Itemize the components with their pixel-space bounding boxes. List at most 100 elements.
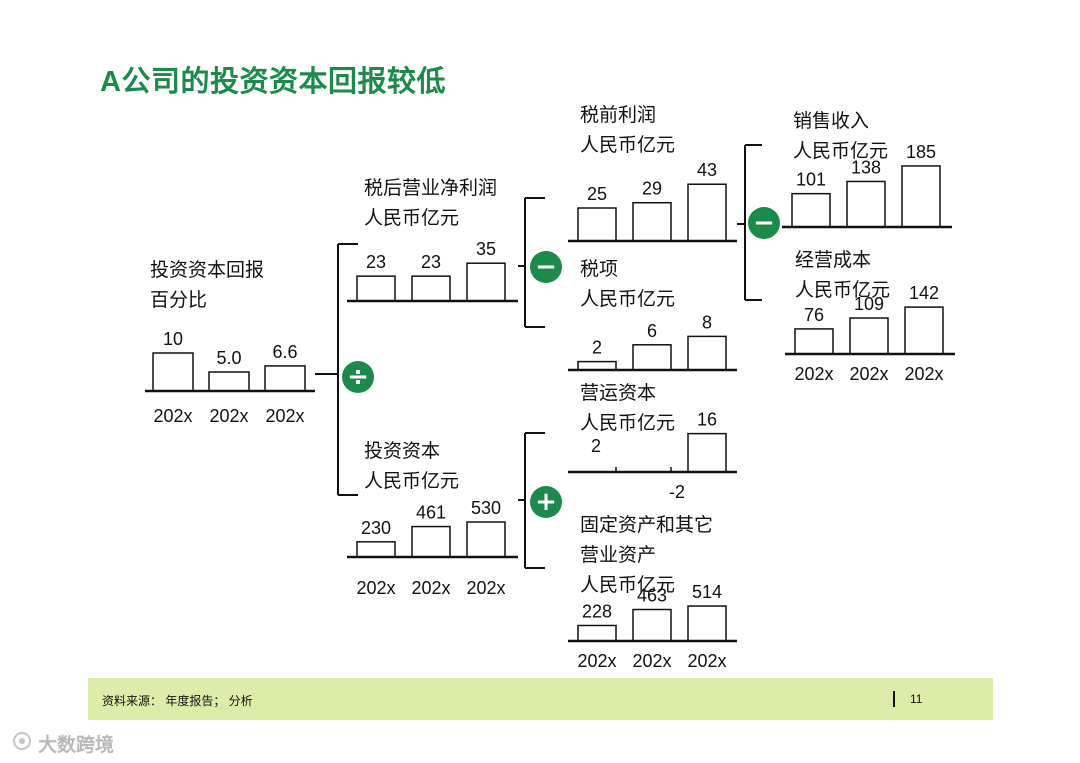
value-label: 230 xyxy=(361,518,391,538)
chart-6: 228 202x 463 202x 514 202x xyxy=(568,582,737,671)
chart-2: 230 202x 461 202x 530 202x xyxy=(347,498,518,598)
bar xyxy=(264,365,306,392)
value-label: 461 xyxy=(416,503,446,523)
value-label: 5.0 xyxy=(216,348,241,368)
category-label: 202x xyxy=(849,364,888,384)
operators: ÷ − − + xyxy=(342,207,780,518)
bar xyxy=(577,207,617,242)
value-label: 23 xyxy=(421,252,441,272)
tree-connectors xyxy=(315,144,885,569)
chart-3: 25 29 43 xyxy=(568,160,737,243)
bar xyxy=(794,328,834,355)
chart-title-operating-cost: 经营成本人民币亿元 xyxy=(795,250,891,301)
category-label: 202x xyxy=(153,406,192,426)
bar xyxy=(687,605,727,642)
value-label: 142 xyxy=(909,283,939,303)
bar xyxy=(632,201,672,242)
category-label: 202x xyxy=(632,651,671,671)
value-label: 101 xyxy=(796,170,826,190)
bar xyxy=(356,275,396,302)
bar xyxy=(152,352,194,392)
divide-icon: ÷ xyxy=(342,361,374,393)
value-label: 138 xyxy=(851,157,881,177)
value-label: -2 xyxy=(669,482,685,502)
minus-icon: − xyxy=(530,251,562,283)
svg-text:−: − xyxy=(753,208,775,238)
chart-title-roic: 投资资本回报百分比 xyxy=(150,260,265,311)
value-label: 23 xyxy=(366,252,386,272)
bar xyxy=(849,317,889,355)
category-label: 202x xyxy=(466,578,505,598)
value-label: 6.6 xyxy=(272,342,297,362)
bar xyxy=(687,335,727,371)
bar xyxy=(687,183,727,242)
watermark-logo-icon xyxy=(13,732,31,750)
value-label: 514 xyxy=(692,582,722,602)
value-label: 228 xyxy=(582,601,612,621)
chart-4: 2 6 8 xyxy=(568,312,737,372)
value-label: 25 xyxy=(587,184,607,204)
value-label: 2 xyxy=(592,338,602,358)
chart-title-invested-capital: 投资资本人民币亿元 xyxy=(364,441,460,492)
source-note: 资料来源： 年度报告； 分析 xyxy=(102,694,253,708)
bar xyxy=(411,275,451,302)
value-label: 35 xyxy=(476,239,496,259)
bar xyxy=(846,180,886,228)
svg-text:+: + xyxy=(535,487,557,517)
value-label: 6 xyxy=(647,321,657,341)
chart-title-working-capital: 营运资本人民币亿元 xyxy=(580,383,676,434)
bar xyxy=(904,306,944,355)
chart-7: 101 138 185 xyxy=(782,142,952,229)
category-label: 202x xyxy=(904,364,943,384)
page-title: A公司的投资资本回报较低 xyxy=(100,66,446,98)
footer-bar xyxy=(88,678,993,720)
chart-8: 76 202x 109 202x 142 202x xyxy=(785,283,955,384)
value-label: 29 xyxy=(642,179,662,199)
value-label: 109 xyxy=(854,294,884,314)
svg-text:−: − xyxy=(535,252,557,282)
value-label: 530 xyxy=(471,498,501,518)
bar-charts: 10 202x 5.0 202x 6.6 202x 23 23 35 230 202x 461 202x… xyxy=(145,142,955,671)
category-label: 202x xyxy=(265,406,304,426)
value-label: 2 xyxy=(591,436,601,456)
category-label: 202x xyxy=(356,578,395,598)
bar xyxy=(356,541,396,558)
category-label: 202x xyxy=(577,651,616,671)
value-label: 16 xyxy=(697,410,717,430)
minus-icon: − xyxy=(748,207,780,239)
bar xyxy=(632,608,672,642)
value-label: 8 xyxy=(702,312,712,332)
bar xyxy=(687,432,727,472)
bar xyxy=(411,525,451,558)
value-label: 463 xyxy=(637,586,667,606)
watermark: 大数跨境 xyxy=(38,735,115,756)
chart-title-pretax-profit: 税前利润人民币亿元 xyxy=(580,105,676,156)
value-label: 185 xyxy=(906,142,936,162)
bar xyxy=(577,624,617,642)
svg-text:÷: ÷ xyxy=(347,362,369,392)
chart-5: 2 -2 16 xyxy=(568,410,737,502)
bar xyxy=(466,521,506,558)
page-separator xyxy=(893,691,895,707)
bar xyxy=(901,165,941,228)
bar xyxy=(466,262,506,302)
bar xyxy=(208,371,250,392)
value-label: 10 xyxy=(163,329,183,349)
plus-icon: + xyxy=(530,486,562,518)
bar xyxy=(791,192,831,228)
bar xyxy=(577,360,617,371)
chart-title-taxes: 税项人民币亿元 xyxy=(580,259,676,310)
value-label: 76 xyxy=(804,305,824,325)
chart-1: 23 23 35 xyxy=(347,239,518,303)
category-label: 202x xyxy=(411,578,450,598)
page-number: 11 xyxy=(910,692,923,706)
value-label: 43 xyxy=(697,160,717,180)
category-label: 202x xyxy=(687,651,726,671)
chart-title-revenue: 销售收入人民币亿元 xyxy=(793,111,889,162)
category-label: 202x xyxy=(794,364,833,384)
chart-title-nopat: 税后营业净利润人民币亿元 xyxy=(364,178,498,229)
chart-title-fixed-assets: 固定资产和其它营业资产人民币亿元 xyxy=(580,515,714,596)
bar xyxy=(632,344,672,371)
